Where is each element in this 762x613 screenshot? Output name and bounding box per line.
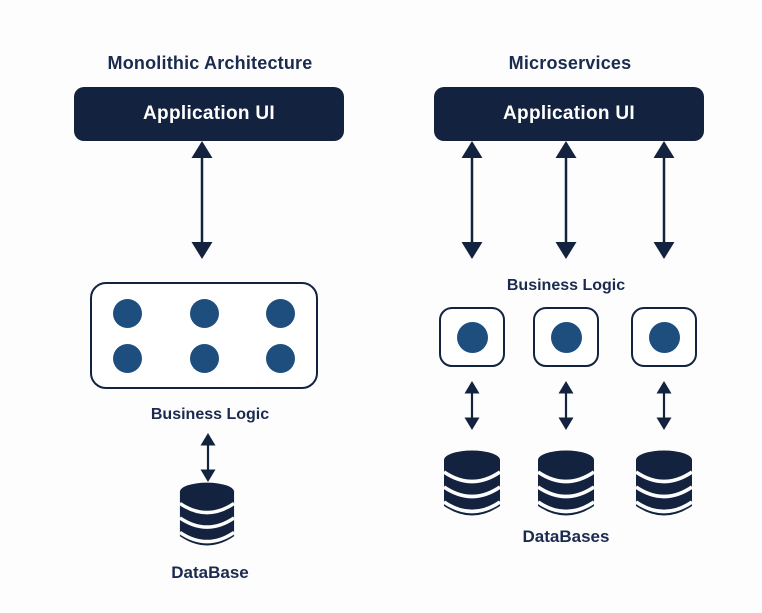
service-instance-box <box>631 307 697 367</box>
monolith-database-label: DataBase <box>171 563 249 582</box>
microservice-database-icon <box>442 450 502 516</box>
service-instance-box <box>533 307 599 367</box>
microservices-business-logic-label: Business Logic <box>506 277 626 294</box>
instance-dot <box>266 344 295 373</box>
instance-dot <box>266 299 295 328</box>
microservices-ui-to-logic-arrow-icon <box>461 141 483 259</box>
service-to-db-arrow-icon <box>656 381 672 430</box>
service-instance-box <box>439 307 505 367</box>
microservice-database-icon <box>536 450 596 516</box>
microservice-database-icon <box>634 450 694 516</box>
instance-dot <box>113 344 142 373</box>
monolith-title: Monolithic Architecture <box>107 53 313 73</box>
monolith-business-logic-label: Business Logic <box>150 406 270 423</box>
microservices-application-ui-label: Application UI <box>503 103 635 124</box>
monolith-database-icon <box>178 482 236 546</box>
monolith-ui-to-logic-arrow-icon <box>191 141 213 259</box>
microservices-ui-to-logic-arrow-icon <box>653 141 675 259</box>
instance-dot <box>189 344 219 373</box>
monolith-application-ui-label: Application UI <box>143 103 275 124</box>
instance-dot <box>189 299 219 328</box>
service-to-db-arrow-icon <box>558 381 574 430</box>
service-dot <box>550 321 582 353</box>
instance-dot <box>113 299 142 328</box>
service-to-db-arrow-icon <box>464 381 480 430</box>
microservices-databases-label: DataBases <box>522 527 610 546</box>
monolith-logic-to-db-arrow-icon <box>200 433 216 482</box>
microservices-application-ui-box: Application UI <box>434 87 704 141</box>
service-dot <box>456 321 488 353</box>
microservices-ui-to-logic-arrow-icon <box>555 141 577 259</box>
monolith-business-logic-container <box>90 282 318 389</box>
microservices-title: Microservices <box>508 53 632 73</box>
monolith-application-ui-box: Application UI <box>74 87 344 141</box>
service-dot <box>648 321 680 353</box>
